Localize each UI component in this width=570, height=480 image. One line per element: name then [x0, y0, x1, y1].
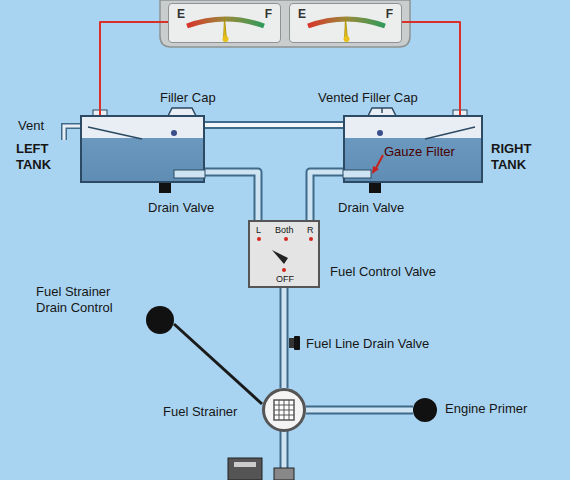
float [171, 130, 177, 136]
fuel-stroke [306, 408, 413, 413]
rod-line [174, 324, 262, 404]
part-label: Vent [18, 118, 44, 134]
vent-stroke [205, 121, 343, 129]
carburetor [228, 458, 262, 480]
fuel-stroke [280, 288, 289, 388]
cap-vent [381, 108, 383, 113]
drain-valve [159, 183, 171, 193]
screen-mesh [274, 415, 294, 416]
position-dot [309, 237, 313, 241]
node-text: L [256, 225, 261, 236]
carburetor [274, 468, 294, 480]
vent-line [205, 125, 343, 126]
node-text: F [386, 6, 393, 22]
node-text: F [265, 6, 272, 22]
gauge-panel [160, 0, 410, 47]
pickup-pipe [343, 170, 371, 178]
fuel-line-drain-valve [294, 336, 300, 350]
fuel-control-valve: LBothROFFFuel Control Valve [248, 220, 320, 288]
fuel-strainer: Fuel Strainer [262, 388, 306, 432]
gauge-needle [345, 18, 348, 39]
part-label: Drain Valve [338, 200, 404, 216]
drain-valve [369, 183, 381, 193]
float [377, 130, 383, 136]
drain-control-knob: Fuel Strainer Drain Control [146, 306, 174, 334]
fuel-line-drain-valve [289, 338, 294, 348]
node-text: Fuel Strainer [163, 404, 237, 420]
strainer-screen [274, 400, 294, 420]
fuel-tank: LEFT TANK [80, 115, 205, 183]
part-label: Vented Filler Cap [318, 90, 418, 106]
fuel-gauge: EF [168, 3, 281, 43]
float-arm [425, 127, 475, 139]
gauge-hub [223, 36, 229, 42]
wire-stroke [100, 22, 168, 115]
node-text: Fuel Strainer Drain Control [36, 284, 136, 316]
fuel-stroke [282, 288, 287, 388]
fuel-stroke [306, 406, 413, 415]
pickupL-detail [82, 117, 207, 185]
node-text: E [177, 6, 185, 22]
gauge-hub [344, 36, 350, 42]
fuel-gauge: EF [289, 3, 402, 43]
valve-handle [272, 250, 288, 264]
part-label: Fuel Line Drain Valve [306, 336, 429, 352]
fuel-line [306, 410, 413, 411]
part-label: Filler Cap [160, 90, 216, 106]
node-text: Fuel Control Valve [330, 264, 436, 280]
part-label: Drain Valve [148, 200, 214, 216]
float-arm [88, 127, 142, 139]
wire-line [100, 22, 168, 115]
strainer-detail [265, 391, 309, 435]
vent-stroke [205, 123, 343, 127]
node-text: RIGHT TANK [491, 141, 551, 173]
screen-mesh [289, 400, 290, 420]
node-text: Engine Primer [445, 401, 527, 417]
node-text: LEFT TANK [16, 141, 72, 173]
rod-stroke [174, 324, 262, 404]
pickup-pipe [174, 170, 205, 178]
part-label: Gauze Filter [384, 144, 455, 160]
engine-primer-knob: Engine Primer [413, 398, 437, 422]
screen-mesh [274, 410, 294, 411]
node-text: OFF [276, 274, 294, 285]
leader-arrowhead [372, 166, 379, 174]
node-text: R [307, 225, 314, 236]
fuel-line [284, 288, 285, 388]
node-text: E [298, 6, 306, 22]
position-dot [257, 237, 261, 241]
carburetor [234, 462, 256, 467]
position-dot [282, 268, 286, 272]
gauge-needle [224, 18, 227, 39]
position-dot [284, 237, 288, 241]
node-text: Both [275, 225, 294, 236]
